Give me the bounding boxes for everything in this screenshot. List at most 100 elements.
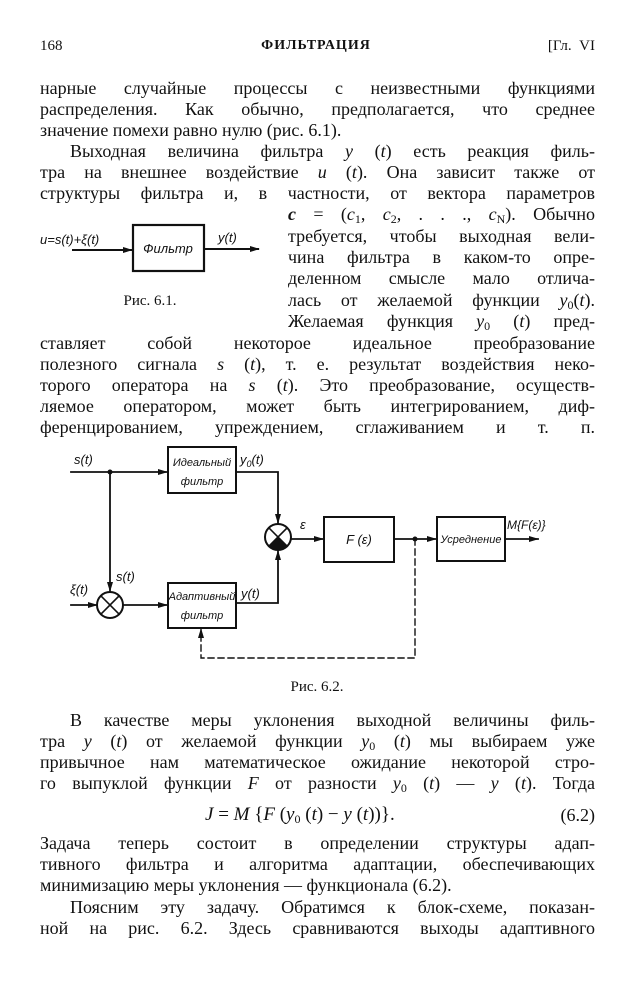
text-run: ). Она зависит также от xyxy=(356,162,595,182)
math-symbol: y xyxy=(559,290,568,310)
math-symbol: y xyxy=(343,804,352,825)
text-run: лась от желаемой функции xyxy=(288,290,560,310)
text-line: ляемое оператором, может быть интегриров… xyxy=(40,396,595,417)
text-run: минимизацию меры уклонения — функционала… xyxy=(40,875,452,895)
math-symbol: c xyxy=(346,204,355,224)
math-symbol: y xyxy=(286,804,295,825)
text-run: ляемое оператором, может быть интегриров… xyxy=(40,396,595,416)
figure-6-1: u=s(t)+ξ(t) Фильтр y(t) Рис. 6.1. xyxy=(40,223,260,309)
text-run: ( xyxy=(224,354,251,374)
text-run: ) от желаемой функции xyxy=(121,731,362,751)
input-label: u=s(t)+ξ(t) xyxy=(40,232,99,247)
text-run: Выходная величина фильтра xyxy=(70,141,346,161)
figure-6-2: s(t) Идеальный фильтр y0(t) ε F (ε) Усре… xyxy=(70,446,546,695)
math-symbol: t xyxy=(116,731,122,751)
text-run: деленном смысле мало отлича- xyxy=(288,268,595,288)
text-run: ( xyxy=(255,375,283,395)
text-run: ). Это преобразование, осуществ- xyxy=(287,375,595,395)
text-run: , xyxy=(360,204,383,224)
text-line: деленном смысле мало отлича- xyxy=(288,268,595,289)
adaptive-output-line xyxy=(235,550,281,604)
text-line: лась от желаемой функции y0(t). xyxy=(288,290,595,311)
text-run: требуется, чтобы выходная вели- xyxy=(288,226,595,246)
subscript: 2 xyxy=(390,212,397,225)
text-run: Желаемая функция xyxy=(288,311,477,331)
math-symbol: t xyxy=(351,162,357,182)
text-run: ( xyxy=(300,804,312,825)
text-run: ) — xyxy=(434,773,491,793)
math-symbol: t xyxy=(519,311,525,331)
subscript: 0 xyxy=(400,781,407,794)
text-line: В качестве меры уклонения выходной велич… xyxy=(70,710,595,731)
text-line: требуется, чтобы выходная вели- xyxy=(288,226,595,247)
text-run: тивного фильтра и алгоритма адаптации, о… xyxy=(40,854,595,874)
ideal-filter-label: Идеальный xyxy=(173,457,231,469)
text-line: ференцированием, упреждением, сглаживани… xyxy=(40,417,595,438)
text-run: , . . ., xyxy=(396,204,489,224)
text-run: привычное нам математическое ожидание не… xyxy=(40,752,595,772)
text-run: = xyxy=(213,804,234,825)
math-symbol: c xyxy=(488,204,497,224)
y0-label: y0(t) xyxy=(239,452,264,469)
noise-label: ξ(t) xyxy=(70,582,88,597)
text-run: = ( xyxy=(296,204,347,224)
text-run: ( xyxy=(375,731,400,751)
ideal-filter-label: фильтр xyxy=(181,476,223,488)
text-line: Поясним эту задачу. Обратимся к блок-схе… xyxy=(70,897,595,918)
subscript: N xyxy=(496,212,506,225)
math-symbol: s xyxy=(248,375,256,395)
text-run: ( xyxy=(91,731,117,751)
math-symbol: F xyxy=(263,804,275,825)
text-line: Выходная величина фильтра y (t) есть реа… xyxy=(70,141,595,162)
text-run: ). Тогда xyxy=(525,773,595,793)
adaptive-filter-block xyxy=(167,582,237,629)
math-symbol: t xyxy=(282,375,288,395)
f-block xyxy=(323,516,395,563)
subscript: 0 xyxy=(484,319,491,332)
error-label: ε xyxy=(300,517,306,532)
chapter-marker: [Гл. VI xyxy=(547,38,595,54)
text-run: Задача теперь состоит в определении стру… xyxy=(40,833,595,853)
text-run: распределения. Как обычно, предполагаетс… xyxy=(40,99,595,119)
text-run: В качестве меры уклонения выходной велич… xyxy=(70,710,595,730)
math-symbol: t xyxy=(311,804,317,825)
text-run: ) мы выбираем уже xyxy=(404,731,595,751)
text-run: чина фильтра в каком-то опре- xyxy=(288,247,595,267)
text-run: полезного сигнала xyxy=(40,354,218,374)
math-symbol: t xyxy=(520,773,526,793)
averaging-block-label: Усреднение xyxy=(440,534,502,546)
text-run: ). Обычно xyxy=(505,204,595,224)
math-symbol: t xyxy=(362,804,369,825)
figure-caption: Рис. 6.1. xyxy=(123,293,176,309)
text-line: нарные случайные процессы с неизвестными… xyxy=(40,78,595,99)
text-run: ( xyxy=(351,804,363,825)
text-run: ) пред- xyxy=(524,311,595,331)
text-line: c = (c1, c2, . . ., cN). Обычно xyxy=(288,204,595,225)
text-run: { xyxy=(249,804,264,825)
text-run: ставляет собой некоторое идеальное преоб… xyxy=(40,333,595,353)
y0-sub: 0 xyxy=(247,459,252,469)
subscript: 0 xyxy=(294,812,301,826)
text-line: Задача теперь состоит в определении стру… xyxy=(40,833,595,854)
f-block-label: F (ε) xyxy=(346,532,372,547)
math-symbol: y xyxy=(361,731,370,751)
feedback-dashed-line xyxy=(198,538,416,659)
math-symbol: y xyxy=(345,141,354,161)
text-run: структуры фильтра и, в частности, от век… xyxy=(40,183,595,203)
text-run: ( xyxy=(274,804,287,825)
subscript: 0 xyxy=(567,298,574,311)
text-line: распределения. Как обычно, предполагаетс… xyxy=(40,99,595,120)
text-line: привычное нам математическое ожидание не… xyxy=(40,752,595,773)
math-symbol: c xyxy=(288,204,296,224)
running-title: ФИЛЬТРАЦИЯ xyxy=(261,38,371,53)
y-label: y(t) xyxy=(240,586,260,601)
adaptive-filter-label: фильтр xyxy=(181,610,223,622)
text-line: торого оператора на s (t). Это преобразо… xyxy=(40,375,595,396)
subscript: 1 xyxy=(354,212,361,225)
text-run: ( xyxy=(498,773,521,793)
text-run: ( xyxy=(353,141,381,161)
text-run: тра на внешнее воздействие xyxy=(40,162,318,182)
text-line: структуры фильтра и, в частности, от век… xyxy=(40,183,595,204)
text-line: тра на внешнее воздействие u (t). Она за… xyxy=(40,162,595,183)
